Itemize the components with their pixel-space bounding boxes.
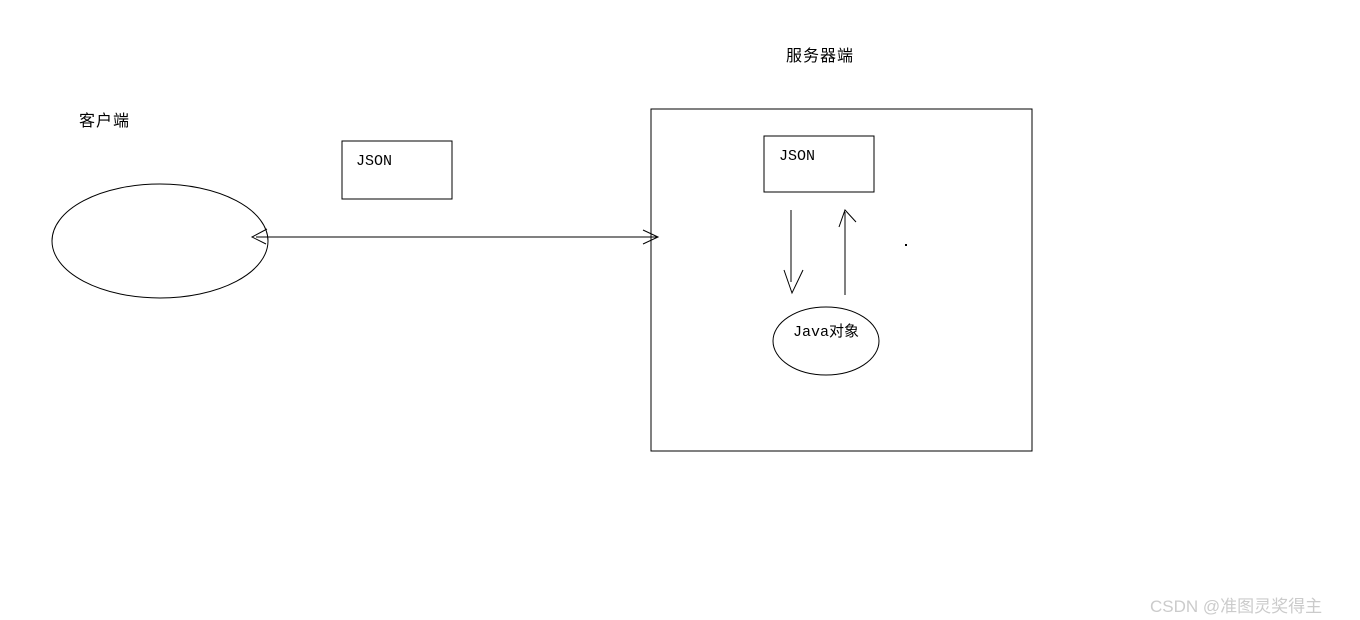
transfer-arrowhead-right-icon <box>642 229 660 245</box>
server-json-label: JSON <box>779 148 816 165</box>
transfer-json-label: JSON <box>356 153 393 170</box>
client-label: 客户端 <box>79 111 131 130</box>
server-label: 服务器端 <box>786 46 855 65</box>
stray-dot <box>905 244 907 246</box>
deserialize-arrowhead-icon <box>783 269 804 295</box>
transfer-json-rect <box>341 140 453 200</box>
java-object-ellipse <box>772 306 880 376</box>
transfer-arrowhead-left-icon <box>250 228 268 245</box>
server-json-rect <box>763 135 875 193</box>
server-rect <box>650 108 1033 452</box>
serialize-arrowhead-icon <box>838 209 857 228</box>
client-ellipse <box>51 183 269 299</box>
csdn-watermark: CSDN @准图灵奖得主 <box>1150 597 1323 616</box>
java-object-label: Java对象 <box>792 324 859 341</box>
